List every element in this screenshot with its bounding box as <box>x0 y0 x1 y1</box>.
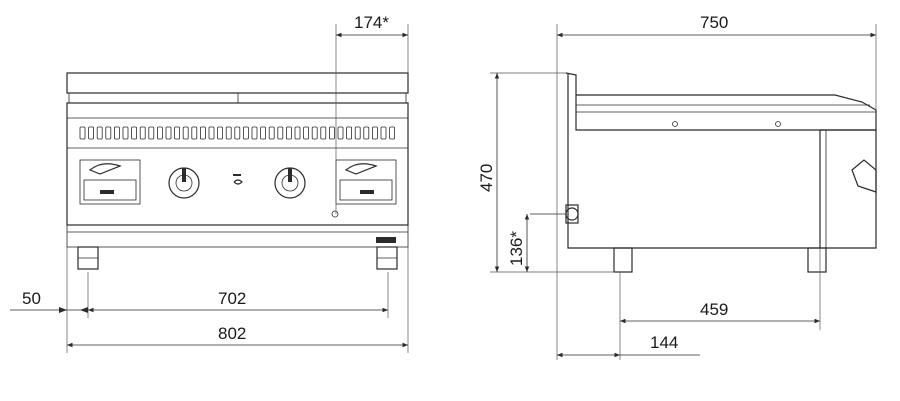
side-view: 750 470 136* 459 144 <box>477 13 877 360</box>
vent-slot <box>260 126 267 140</box>
vent-slot <box>105 126 112 140</box>
vent-slot <box>363 126 370 140</box>
dimension-750-label: 750 <box>700 13 728 32</box>
vent-slot <box>156 126 163 140</box>
dimension-174: 174* <box>335 13 409 214</box>
vent-slot <box>268 126 275 140</box>
vent-slot <box>79 126 86 140</box>
vent-slot <box>389 126 396 140</box>
dimension-136: 136* <box>507 214 530 272</box>
front-view: 174* 50 702 802 <box>10 13 409 353</box>
dimension-136-label: 136* <box>507 231 526 266</box>
dimension-50: 50 <box>10 230 89 353</box>
vent-slot <box>380 126 387 140</box>
vent-slot <box>96 126 103 140</box>
vent-slot <box>182 126 189 140</box>
vent-slot <box>311 126 318 140</box>
vent-slot <box>174 126 181 140</box>
dimension-459-label: 459 <box>700 300 728 319</box>
dimension-50-label: 50 <box>22 289 41 308</box>
dimension-174-label: 174* <box>354 13 389 32</box>
knob-left <box>168 167 200 199</box>
vent-slot <box>285 126 292 140</box>
dimension-470-label: 470 <box>477 164 496 192</box>
vent-slot <box>320 126 327 140</box>
vent-slot <box>242 126 249 140</box>
vent-slot <box>337 126 344 140</box>
vent-slot <box>346 126 353 140</box>
dimension-144: 144 <box>557 333 700 358</box>
dimension-802: 802 <box>67 230 409 353</box>
vent-slot <box>354 126 361 140</box>
vent-slot <box>225 126 232 140</box>
vent-slot <box>277 126 284 140</box>
dimension-470: 470 <box>477 72 614 273</box>
dimension-750: 750 <box>556 13 877 360</box>
vent-slot <box>251 126 258 140</box>
vent-slot <box>165 126 172 140</box>
dimension-702: 702 <box>88 272 389 318</box>
vent-slot <box>148 126 155 140</box>
vent-slot <box>303 126 310 140</box>
vent-slot <box>199 126 206 140</box>
vent-slot <box>122 126 129 140</box>
vent-slots <box>79 126 396 140</box>
vent-slot <box>191 126 198 140</box>
knob-right <box>274 167 306 199</box>
vent-slot <box>294 126 301 140</box>
vent-slot <box>234 126 241 140</box>
vent-slot <box>328 126 335 140</box>
vent-slot <box>217 126 224 140</box>
dimension-702-label: 702 <box>218 289 246 308</box>
vent-slot <box>208 126 215 140</box>
dimension-144-label: 144 <box>650 333 678 352</box>
dimension-802-label: 802 <box>218 324 246 343</box>
vent-slot <box>131 126 138 140</box>
dimension-459: 459 <box>619 248 821 360</box>
vent-slot <box>371 126 378 140</box>
vent-slot <box>139 126 146 140</box>
vent-slot <box>114 126 120 140</box>
vent-slot <box>88 126 94 140</box>
